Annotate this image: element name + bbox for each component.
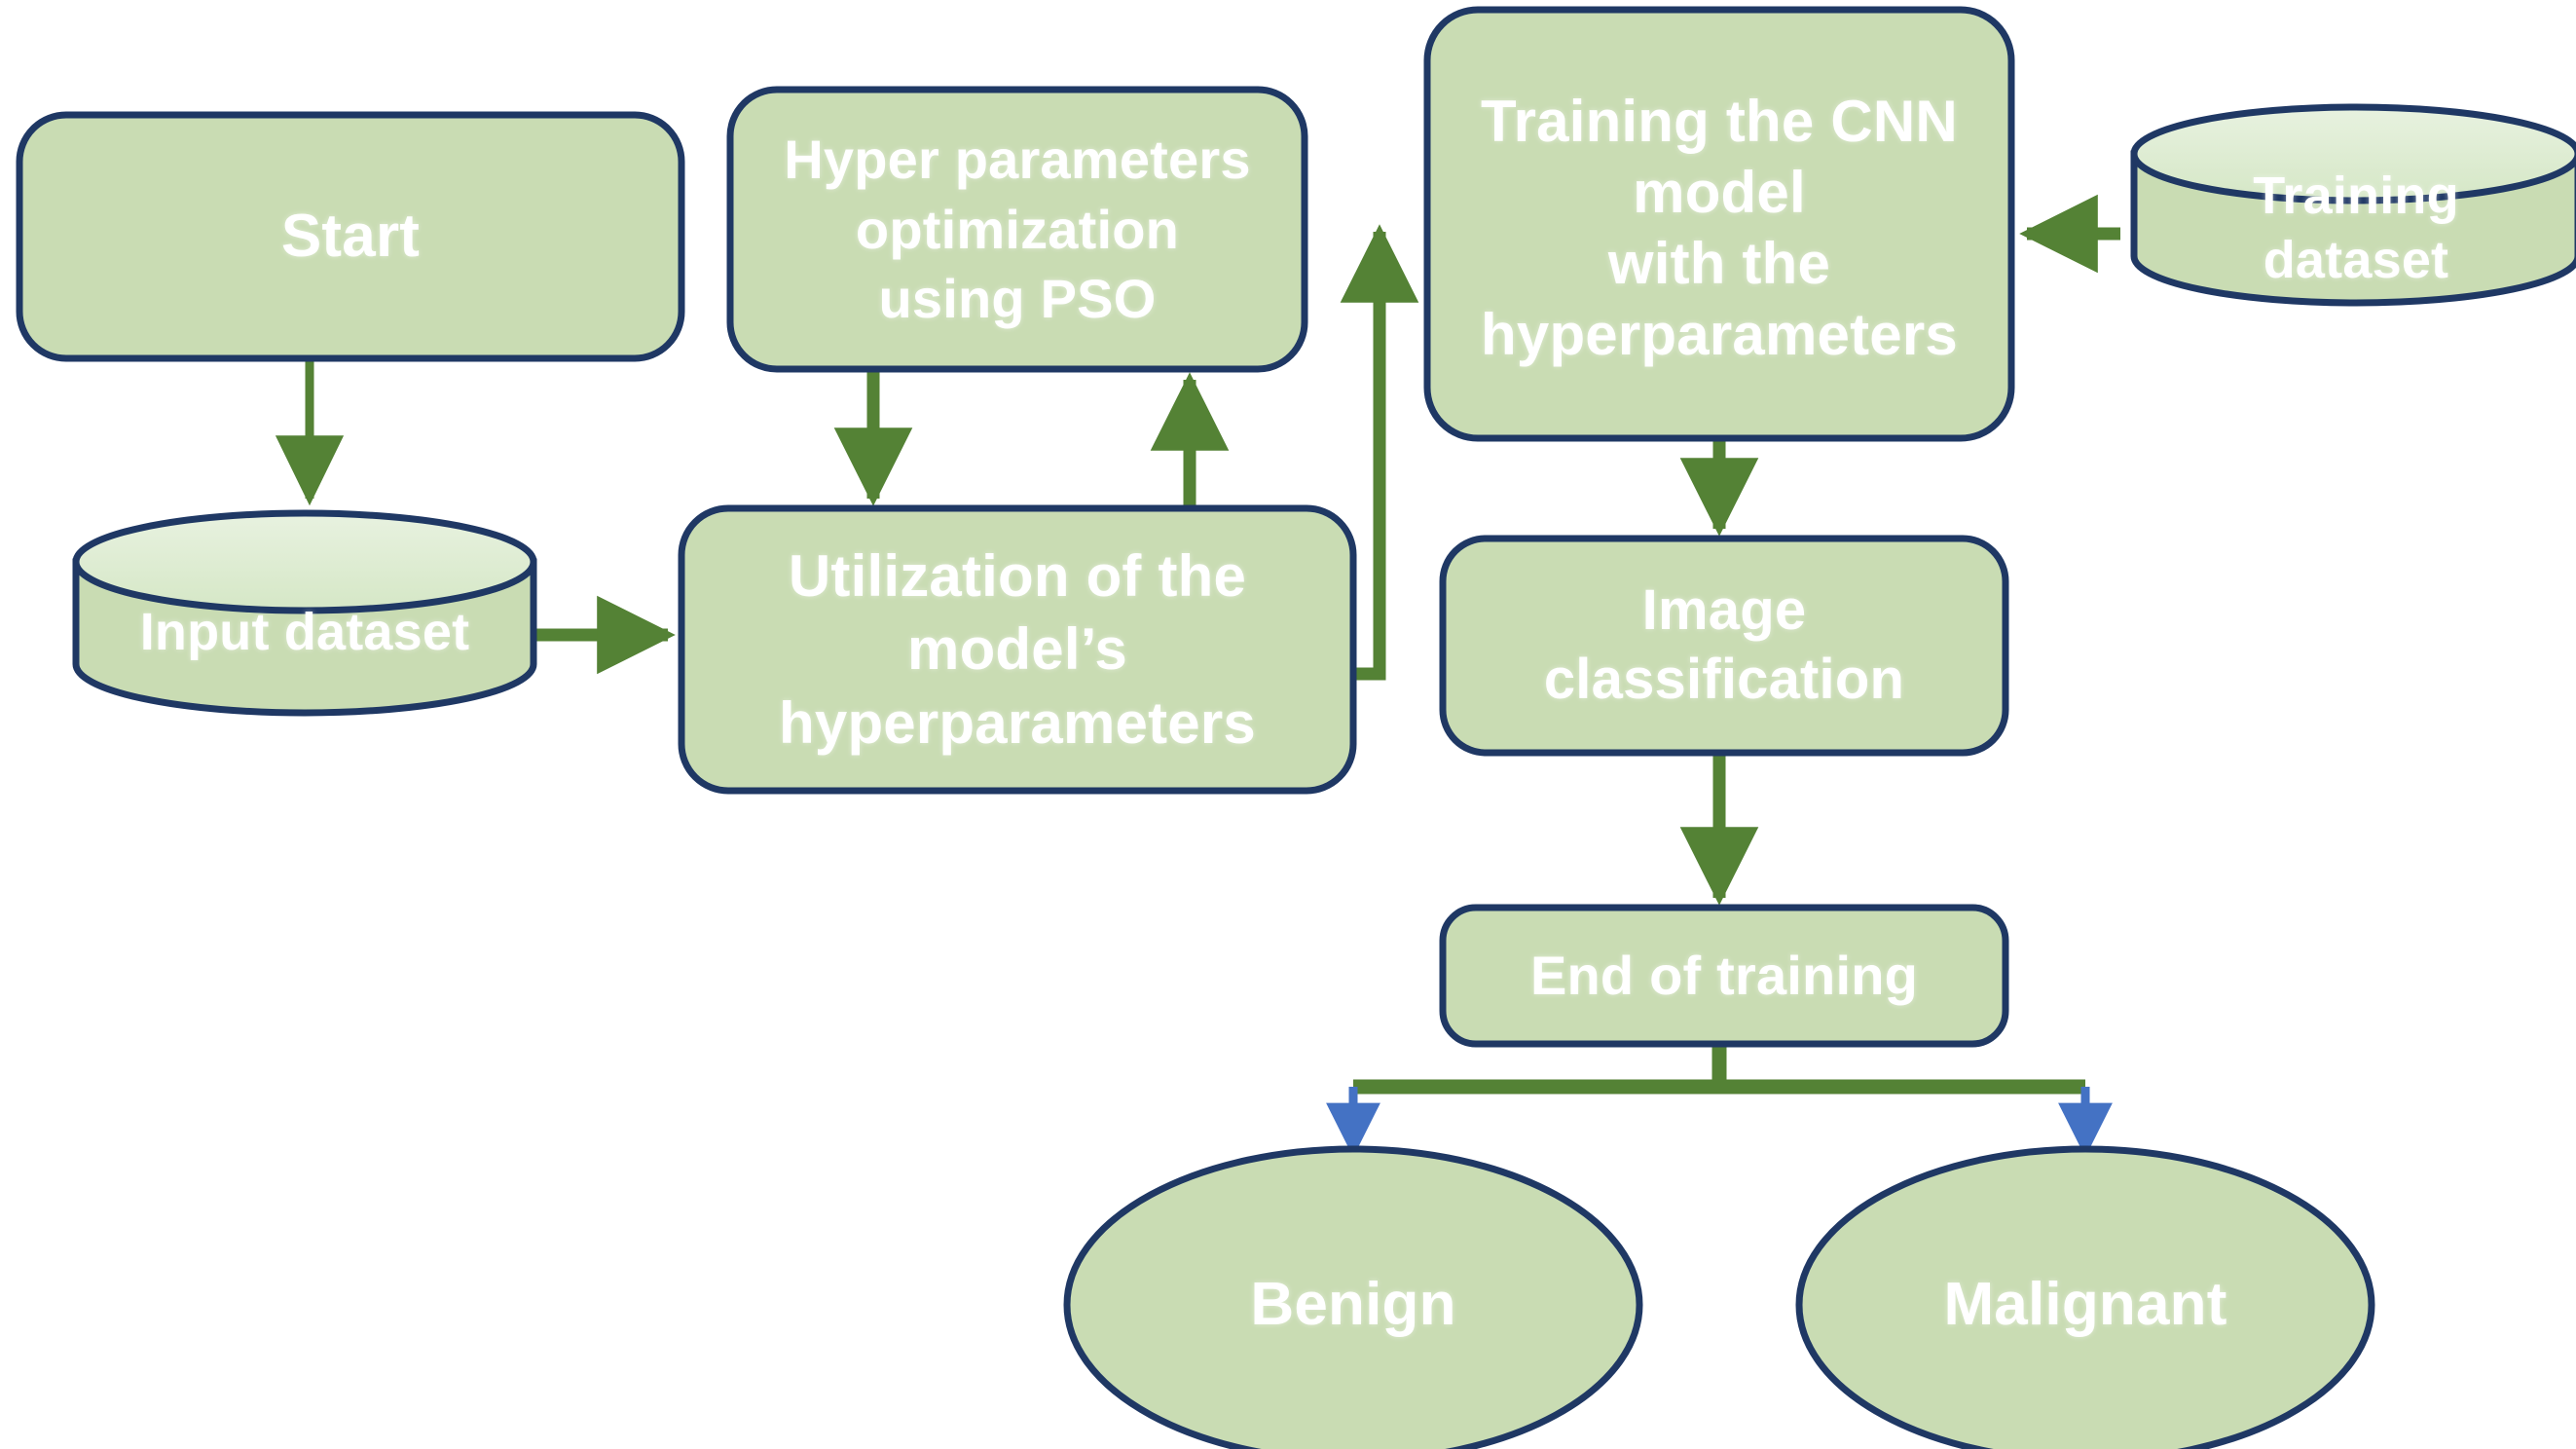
- node-start[interactable]: [16, 111, 685, 362]
- node-hyper-pso[interactable]: [726, 86, 1308, 373]
- node-image-classification[interactable]: [1439, 535, 2009, 757]
- node-training-cnn[interactable]: [1423, 6, 2015, 442]
- node-utilization[interactable]: [678, 504, 1357, 795]
- node-benign[interactable]: [1063, 1145, 1643, 1449]
- node-end-of-training[interactable]: [1439, 904, 2009, 1048]
- node-input-dataset[interactable]: [72, 509, 537, 717]
- node-malignant[interactable]: [1795, 1145, 2375, 1449]
- edge-end-split-bus: [1353, 1044, 2085, 1095]
- node-training-dataset[interactable]: [2130, 103, 2576, 307]
